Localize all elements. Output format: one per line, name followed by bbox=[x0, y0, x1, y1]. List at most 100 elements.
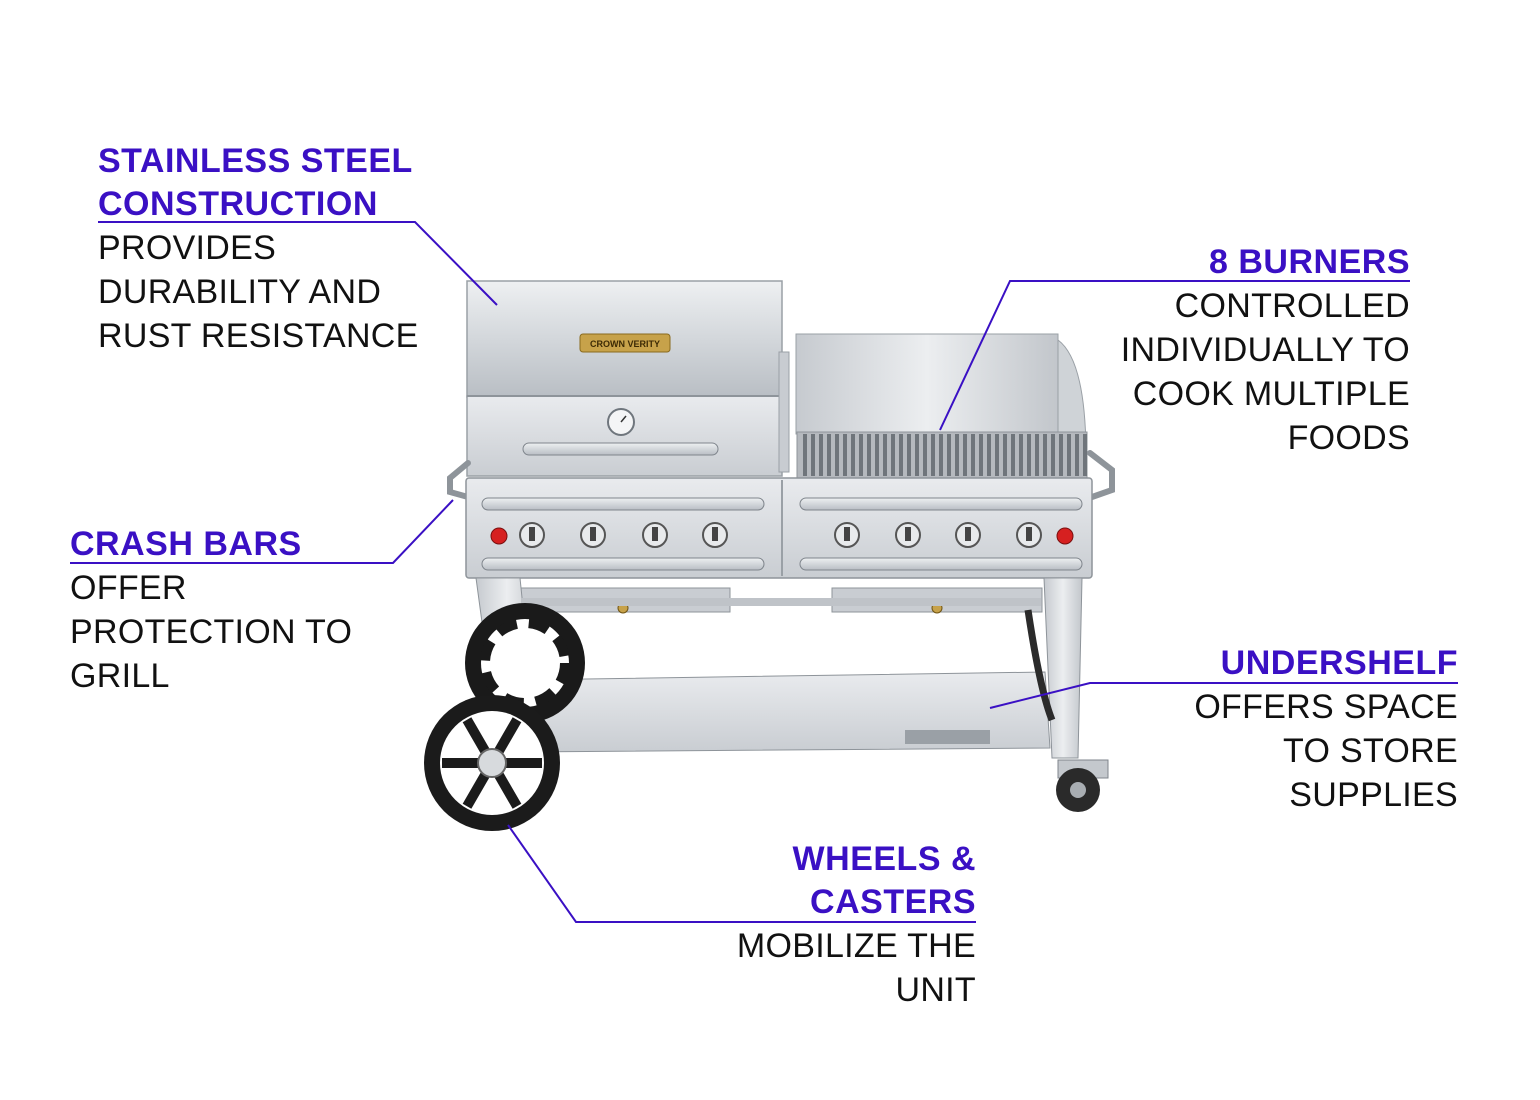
grate-bar bbox=[947, 434, 951, 476]
body-line: UNIT bbox=[895, 971, 976, 1009]
grate-bar bbox=[955, 434, 959, 476]
leader-crash bbox=[70, 499, 454, 564]
ignition-button-left[interactable] bbox=[490, 527, 508, 545]
callout-undershelf-body: OFFERS SPACE TO STORE SUPPLIES bbox=[1194, 685, 1458, 817]
grate-bar bbox=[835, 434, 839, 476]
grate-bar bbox=[1035, 434, 1039, 476]
grate-bar bbox=[1019, 434, 1023, 476]
grate-bar bbox=[1003, 434, 1007, 476]
grate-bar bbox=[803, 434, 807, 476]
callout-burners-title: 8 BURNERS bbox=[1121, 241, 1410, 284]
gas-hose bbox=[1024, 609, 1056, 722]
grate-bar bbox=[939, 434, 943, 476]
leader-undershelf bbox=[989, 682, 1458, 709]
body-line: DURABILITY AND bbox=[98, 273, 382, 311]
callout-undershelf: UNDERSHELF OFFERS SPACE TO STORE SUPPLIE… bbox=[1194, 642, 1458, 817]
burner-knob[interactable] bbox=[519, 522, 545, 548]
callout-stainless-title: STAINLESS STEEL CONSTRUCTION bbox=[98, 140, 419, 226]
leader-burners bbox=[939, 280, 1410, 431]
body-line: FOODS bbox=[1287, 419, 1410, 457]
grate-bar bbox=[915, 434, 919, 476]
crash-bars bbox=[447, 450, 1115, 500]
front-wheel bbox=[424, 695, 560, 831]
grate-bar bbox=[819, 434, 823, 476]
grate-bar bbox=[1083, 434, 1087, 476]
callout-leader-lines bbox=[70, 221, 1458, 923]
grate-bar bbox=[867, 434, 871, 476]
title-line: CASTERS bbox=[810, 883, 976, 921]
grate-bar bbox=[1027, 434, 1031, 476]
grate-bar bbox=[875, 434, 879, 476]
callout-undershelf-title: UNDERSHELF bbox=[1194, 642, 1458, 685]
grate-bar bbox=[923, 434, 927, 476]
title-line: CONSTRUCTION bbox=[98, 185, 378, 223]
grate-bar bbox=[1067, 434, 1071, 476]
grate-bar bbox=[1011, 434, 1015, 476]
burner-knob[interactable] bbox=[834, 522, 860, 548]
callout-stainless-body: PROVIDES DURABILITY AND RUST RESISTANCE bbox=[98, 226, 419, 358]
thermometer-icon bbox=[607, 408, 635, 436]
ignition-button-right[interactable] bbox=[1056, 527, 1074, 545]
grate-bar bbox=[987, 434, 991, 476]
grate-bar bbox=[1059, 434, 1063, 476]
brand-plate: CROWN VERITY bbox=[579, 333, 671, 353]
brand-plate-text: CROWN VERITY bbox=[590, 339, 660, 349]
callout-wheels-title: WHEELS & CASTERS bbox=[737, 838, 976, 924]
title-line: WHEELS & bbox=[792, 840, 976, 878]
burner-knob[interactable] bbox=[580, 522, 606, 548]
callout-crash-title: CRASH BARS bbox=[70, 523, 352, 566]
grate-bar bbox=[963, 434, 967, 476]
title-line: CRASH BARS bbox=[70, 525, 302, 563]
burner-knob[interactable] bbox=[702, 522, 728, 548]
hood-handle bbox=[522, 442, 719, 456]
grate-bar bbox=[859, 434, 863, 476]
body-line: MOBILIZE THE bbox=[736, 927, 976, 965]
title-line: 8 BURNERS bbox=[1209, 243, 1410, 281]
grill-hood: CROWN VERITY bbox=[466, 280, 790, 477]
callout-burners-body: CONTROLLED INDIVIDUALLY TO COOK MULTIPLE… bbox=[1121, 284, 1410, 460]
grate-bar bbox=[851, 434, 855, 476]
grate-bar bbox=[1043, 434, 1047, 476]
grate-bar bbox=[995, 434, 999, 476]
callout-wheels: WHEELS & CASTERS MOBILIZE THE UNIT bbox=[737, 838, 976, 1012]
body-line: COOK MULTIPLE bbox=[1132, 375, 1410, 413]
burner-knob[interactable] bbox=[1016, 522, 1042, 548]
burner-knob[interactable] bbox=[642, 522, 668, 548]
grate-bar bbox=[883, 434, 887, 476]
body-line: SUPPLIES bbox=[1289, 776, 1458, 814]
body-line: OFFER bbox=[70, 569, 187, 607]
control-panel bbox=[465, 477, 1093, 579]
caster bbox=[1056, 759, 1109, 812]
callout-crash-body: OFFER PROTECTION TO GRILL bbox=[70, 566, 352, 698]
callout-crash-bars: CRASH BARS OFFER PROTECTION TO GRILL bbox=[70, 523, 352, 698]
callout-wheels-body: MOBILIZE THE UNIT bbox=[737, 924, 976, 1012]
burner-knob[interactable] bbox=[895, 522, 921, 548]
body-line: GRILL bbox=[70, 657, 170, 695]
grate-bar bbox=[827, 434, 831, 476]
body-line: RUST RESISTANCE bbox=[98, 317, 419, 355]
title-line: UNDERSHELF bbox=[1220, 644, 1458, 682]
body-line: PROTECTION TO bbox=[70, 613, 353, 651]
grate-bar bbox=[971, 434, 975, 476]
burner-knobs bbox=[490, 522, 1074, 548]
grate-bar bbox=[1075, 434, 1079, 476]
grate-bar bbox=[811, 434, 815, 476]
undershelf bbox=[519, 671, 1051, 753]
burner-knob[interactable] bbox=[955, 522, 981, 548]
callout-burners: 8 BURNERS CONTROLLED INDIVIDUALLY TO COO… bbox=[1121, 241, 1410, 460]
grate-bar bbox=[979, 434, 983, 476]
grate-bar bbox=[1051, 434, 1055, 476]
leader-stainless bbox=[98, 221, 498, 306]
body-line: PROVIDES bbox=[98, 229, 277, 267]
grate-bar bbox=[891, 434, 895, 476]
title-line: STAINLESS STEEL bbox=[98, 142, 413, 180]
cooking-grate bbox=[795, 333, 1088, 479]
body-line: TO STORE bbox=[1283, 732, 1458, 770]
callout-stainless: STAINLESS STEEL CONSTRUCTION PROVIDES DU… bbox=[98, 140, 419, 358]
grate-bar bbox=[899, 434, 903, 476]
grate-bar bbox=[843, 434, 847, 476]
grate-bar bbox=[931, 434, 935, 476]
back-wheel bbox=[465, 603, 585, 723]
